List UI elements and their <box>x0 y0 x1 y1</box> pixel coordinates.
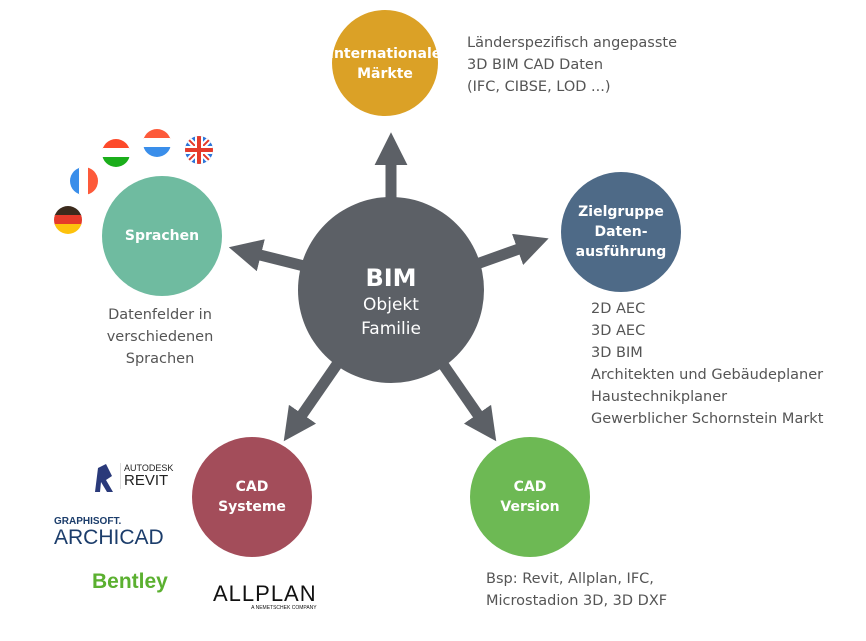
france-flag <box>70 167 98 195</box>
cad-systems-circle <box>192 437 312 557</box>
germany-flag <box>54 206 82 234</box>
languages-circle <box>102 176 222 296</box>
cad-version-circle <box>470 437 590 557</box>
center-label: BIM Objekt Familie <box>361 263 421 341</box>
cad-systems-line2: Systeme <box>218 499 286 515</box>
markets-line1: Internationale <box>328 46 442 62</box>
archicad-logo-top: GRAPHISOFT. <box>54 516 122 527</box>
target-line1: Zielgruppe <box>578 204 664 220</box>
arrow-to-cad-systems <box>283 356 345 442</box>
revit-logo: AUTODESK REVIT <box>120 463 173 489</box>
target-circle <box>561 172 681 292</box>
target-line2: Daten- <box>594 224 648 240</box>
desc-line: 3D BIM CAD Daten <box>467 57 604 73</box>
hungary-flag <box>102 139 130 167</box>
center-title: BIM <box>365 264 417 292</box>
archicad-logo: GRAPHISOFT. ARCHICAD <box>54 516 164 549</box>
desc-line: (IFC, CIBSE, LOD ...) <box>467 79 611 95</box>
markets-description: Länderspezifisch angepasste 3D BIM CAD Da… <box>467 32 677 98</box>
cad-version-label: CAD Version <box>500 477 559 517</box>
center-line1: Objekt <box>363 295 419 315</box>
cad-version-line2: Version <box>500 499 560 515</box>
desc-line: Architekten und Gebäudeplaner <box>591 367 824 383</box>
bentley-logo: Bentley <box>92 570 168 593</box>
markets-line2: Märkte <box>357 66 413 82</box>
desc-line: Sprachen <box>125 351 195 367</box>
desc-line: verschiedenen <box>106 329 214 345</box>
uk-flag <box>185 136 213 164</box>
archicad-logo-text: ARCHICAD <box>54 526 164 549</box>
center-line2: Familie <box>361 319 421 339</box>
netherlands-flag <box>143 129 171 157</box>
markets-circle <box>332 10 438 116</box>
desc-line: 3D AEC <box>591 323 646 339</box>
desc-line: Bsp: Revit, Allplan, IFC, <box>486 571 654 587</box>
cad-version-description: Bsp: Revit, Allplan, IFC, Microstadion 3D… <box>486 568 667 612</box>
allplan-logo: ALLPLAN A NEMETSCHEK COMPANY <box>213 581 317 612</box>
desc-line: Haustechnikplaner <box>591 389 728 405</box>
revit-logo-text: REVIT <box>124 472 169 489</box>
desc-line: Gewerblicher Schornstein Markt <box>591 411 824 427</box>
center-circle <box>298 197 484 383</box>
desc-line: 3D BIM <box>591 345 643 361</box>
arrow-to-cad-version <box>435 356 497 442</box>
revit-logo-top: AUTODESK <box>124 463 174 473</box>
cad-systems-line1: CAD <box>235 479 269 495</box>
desc-line: Länderspezifisch angepasste <box>467 35 678 51</box>
desc-line: Microstadion 3D, 3D DXF <box>486 593 668 609</box>
languages-label: Sprachen <box>124 228 200 244</box>
allplan-logo-sub: A NEMETSCHEK COMPANY <box>251 605 317 611</box>
cad-systems-label: CAD Systeme <box>218 477 286 517</box>
target-description: 2D AEC 3D AEC 3D BIM Architekten und Gebäud… <box>591 298 823 430</box>
desc-line: 2D AEC <box>591 301 646 317</box>
desc-line: Datenfelder in <box>108 307 212 323</box>
target-line3: ausführung <box>575 244 667 260</box>
revit-logo-icon <box>95 464 113 492</box>
cad-version-line1: CAD <box>513 479 547 495</box>
allplan-logo-text: ALLPLAN <box>213 581 317 606</box>
